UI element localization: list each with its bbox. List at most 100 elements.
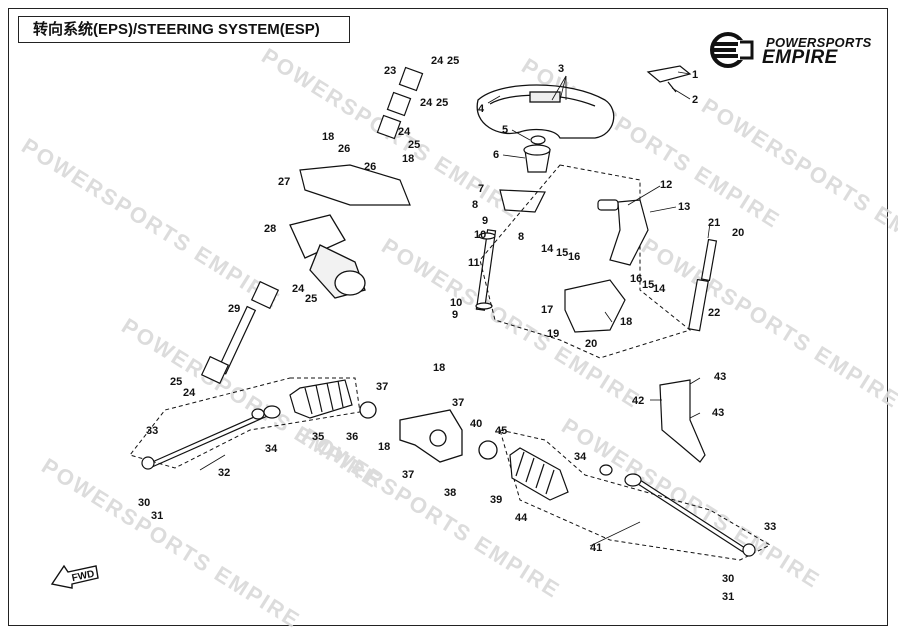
gas-strut — [688, 238, 718, 332]
label-34a: 34 — [265, 443, 278, 455]
label-44: 44 — [515, 512, 528, 524]
fwd-arrow: FWD — [50, 562, 100, 590]
rack-housing — [359, 401, 498, 463]
label-35: 35 — [312, 431, 324, 443]
label-11: 11 — [468, 257, 480, 269]
label-24c: 24 — [398, 126, 411, 138]
label-43b: 43 — [712, 407, 724, 419]
label-16a: 16 — [568, 251, 580, 263]
label-37a: 37 — [376, 381, 388, 393]
label-38: 38 — [444, 487, 456, 499]
label-8b: 8 — [518, 231, 524, 243]
label-6: 6 — [493, 149, 499, 161]
column-top — [523, 144, 551, 173]
eps-motor — [289, 214, 366, 299]
logo-bottom-text: EMPIRE — [762, 47, 838, 68]
label-25e: 25 — [170, 376, 182, 388]
leader-lines — [199, 71, 711, 547]
label-36: 36 — [346, 431, 358, 443]
svg-text:POWERSPORTS EMPIRE: POWERSPORTS EMPIRE — [17, 133, 285, 313]
label-20b: 20 — [585, 338, 597, 350]
label-23: 23 — [384, 65, 396, 77]
label-25c: 25 — [408, 139, 420, 151]
label-1: 1 — [692, 69, 698, 81]
label-26b: 26 — [364, 161, 376, 173]
svg-text:POWERSPORTS EMPIRE: POWERSPORTS EMPIRE — [37, 453, 305, 633]
logo-top-text: POWERSPORTS — [766, 35, 872, 50]
label-37c: 37 — [402, 469, 414, 481]
label-41: 41 — [590, 542, 602, 554]
dashed-outlines — [129, 164, 772, 561]
label-5: 5 — [502, 124, 508, 136]
label-24d: 24 — [292, 283, 305, 295]
label-2: 2 — [692, 94, 698, 106]
page-title: 转向系统(EPS)/STEERING SYSTEM(ESP) — [18, 16, 350, 43]
label-28: 28 — [264, 223, 276, 235]
label-13: 13 — [678, 201, 690, 213]
label-17: 17 — [541, 304, 553, 316]
label-15b: 15 — [642, 279, 654, 291]
nut-5 — [530, 135, 546, 145]
upper-u-joint — [376, 66, 424, 140]
diagram-frame — [8, 8, 888, 626]
label-18d: 18 — [433, 362, 445, 374]
tilt-lever — [597, 199, 649, 266]
label-20a: 20 — [732, 227, 744, 239]
bracket-17 — [564, 279, 626, 333]
label-16b: 16 — [630, 273, 642, 285]
label-12: 12 — [660, 179, 672, 191]
label-18b: 18 — [402, 153, 414, 165]
label-24b: 24 — [420, 97, 433, 109]
label-3: 3 — [558, 63, 564, 75]
label-9a: 9 — [482, 215, 488, 227]
label-18e: 18 — [378, 441, 390, 453]
label-10a: 10 — [474, 229, 486, 241]
left-boot — [289, 379, 353, 419]
label-18a: 18 — [322, 131, 334, 143]
brand-logo: POWERSPORTS EMPIRE — [708, 30, 876, 70]
label-32: 32 — [218, 467, 230, 479]
label-31b: 31 — [722, 591, 734, 603]
label-27: 27 — [278, 176, 290, 188]
label-9b: 9 — [452, 309, 458, 321]
label-45: 45 — [495, 425, 507, 437]
label-24a: 24 — [431, 55, 444, 67]
column-bracket — [475, 189, 546, 311]
label-25d: 25 — [305, 293, 317, 305]
cover-42 — [659, 379, 706, 463]
label-33b: 33 — [764, 521, 776, 533]
label-26a: 26 — [338, 143, 350, 155]
empire-logo-icon — [710, 32, 754, 68]
label-42: 42 — [632, 395, 644, 407]
label-19: 19 — [547, 328, 559, 340]
label-4: 4 — [478, 103, 485, 115]
right-boot — [509, 447, 569, 501]
label-14b: 14 — [653, 283, 666, 295]
label-8a: 8 — [472, 199, 478, 211]
left-tie-rod — [141, 405, 281, 470]
right-tie-rod — [599, 464, 756, 557]
fwd-label: FWD — [71, 569, 96, 584]
label-40: 40 — [470, 418, 482, 430]
fwd-arrow-icon: FWD — [50, 564, 99, 589]
label-21: 21 — [708, 217, 720, 229]
label-30a: 30 — [138, 497, 150, 509]
label-25b: 25 — [436, 97, 448, 109]
label-22: 22 — [708, 307, 720, 319]
label-18c: 18 — [620, 316, 632, 328]
label-43a: 43 — [714, 371, 726, 383]
label-10b: 10 — [450, 297, 462, 309]
horn-cap — [646, 65, 692, 93]
watermark: POWERSPORTS EMPIRE POWERSPORTS EMPIRE PO… — [17, 43, 898, 633]
lower-shaft — [200, 280, 280, 385]
label-33a: 33 — [146, 425, 158, 437]
label-37b: 37 — [452, 397, 464, 409]
label-15a: 15 — [556, 247, 568, 259]
part-labels: 1 2 3 4 5 6 7 8 8 9 9 10 10 11 12 13 14 … — [138, 55, 776, 603]
label-7: 7 — [478, 183, 484, 195]
label-24e: 24 — [183, 387, 196, 399]
label-25a: 25 — [447, 55, 459, 67]
label-34b: 34 — [574, 451, 587, 463]
label-14a: 14 — [541, 243, 554, 255]
